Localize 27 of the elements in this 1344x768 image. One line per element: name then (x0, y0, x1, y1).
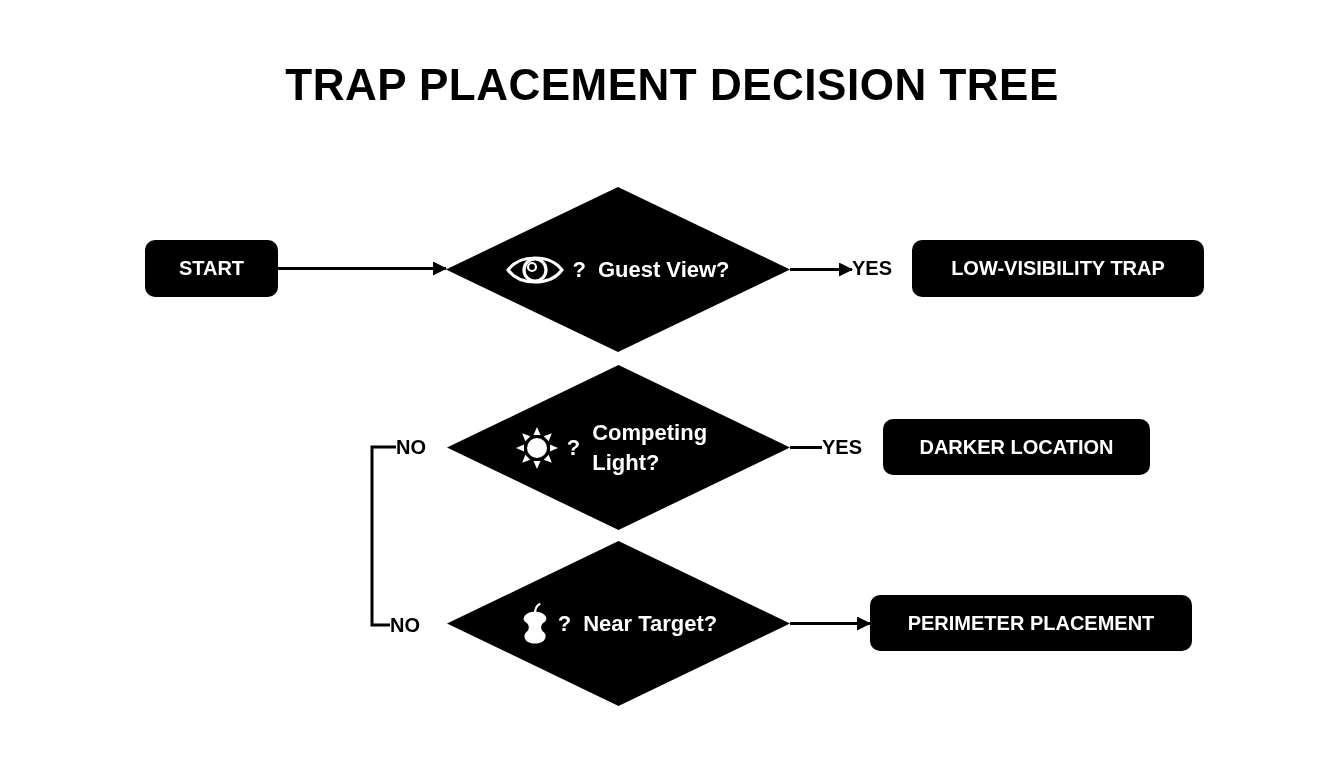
arrow (790, 262, 853, 277)
decision-diamond (447, 365, 790, 530)
arrow (790, 616, 871, 631)
branch-label: YES (852, 255, 893, 281)
decision-label: Competing Light? (592, 418, 709, 477)
box-label: DARKER LOCATION (919, 434, 1114, 460)
question-mark: ? (572, 256, 586, 284)
question-mark: ? (566, 434, 581, 462)
branch-label: YES (822, 434, 863, 460)
decision-diamond (446, 187, 790, 352)
connector-line (370, 445, 396, 627)
decision-diamond (447, 541, 790, 706)
diagram-title: TRAP PLACEMENT DECISION TREE (285, 59, 1059, 111)
decision-label: Guest View? (597, 255, 730, 284)
box-label: LOW-VISIBILITY TRAP (951, 256, 1165, 281)
box-label: PERIMETER PLACEMENT (907, 610, 1155, 636)
box-label: START (178, 256, 245, 281)
connector-line (790, 446, 822, 449)
question-mark: ? (557, 610, 572, 638)
process-box (870, 595, 1192, 651)
branch-label: NO (390, 612, 420, 638)
process-box (883, 419, 1150, 475)
process-box (912, 240, 1204, 297)
decision-label: Near Target? (583, 609, 718, 638)
process-box (145, 240, 278, 297)
arrow (278, 261, 447, 276)
branch-label: NO (396, 434, 426, 460)
